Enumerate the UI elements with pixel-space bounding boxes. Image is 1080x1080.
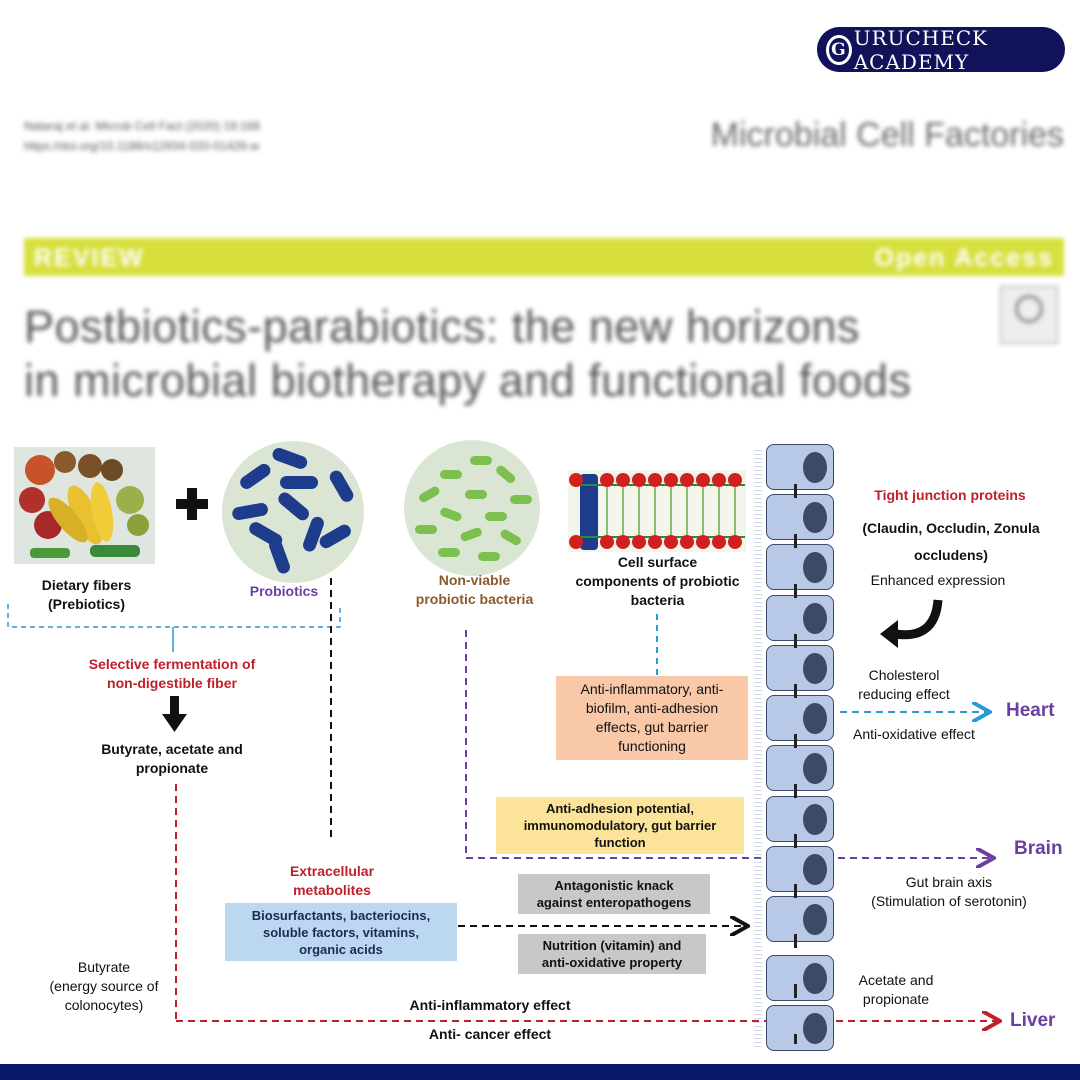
cell-surface-label: Cell surface components of probiotic bac… xyxy=(575,554,740,608)
non-viable-label: Non-viable probiotic bacteria xyxy=(415,572,534,607)
access-label: Open Access xyxy=(874,244,1054,272)
cell-nucleus xyxy=(803,552,827,583)
cell-nucleus xyxy=(803,1013,827,1044)
epithelial-cell xyxy=(766,745,834,791)
epithelial-cell xyxy=(766,695,834,741)
brand-logo-mark: G xyxy=(826,34,852,65)
title-line-1: Postbiotics-parabiotics: the new horizon… xyxy=(24,301,860,352)
epithelial-cell xyxy=(766,494,834,540)
anti-adhesion-box: Anti-adhesion potential, immunomodulator… xyxy=(496,797,744,854)
anti-inflammatory-box: Anti-inflammatory, anti- biofilm, anti-a… xyxy=(556,676,748,760)
enhanced-expression-label: Enhanced expression xyxy=(870,572,1006,588)
dietary-fibers-label: Dietary fibers (Prebiotics) xyxy=(41,577,132,612)
cell-nucleus xyxy=(803,452,827,483)
cell-nucleus xyxy=(803,603,827,634)
cell-nucleus xyxy=(803,804,827,835)
gut-brain-label: Gut brain axis (Stimulation of serotonin… xyxy=(871,874,1027,909)
liver-label: Liver xyxy=(1010,1010,1056,1031)
article-title: Postbiotics-parabiotics: the new horizon… xyxy=(24,300,912,408)
title-line-2: in microbial biotherapy and functional f… xyxy=(24,355,912,406)
selective-fermentation-label: Selective fermentation of non-digestible… xyxy=(88,656,256,691)
probiotics-image xyxy=(222,441,364,583)
journal-name: Microbial Cell Factories xyxy=(710,116,1064,154)
brand-name: URUCHECK ACADEMY xyxy=(853,25,989,74)
plus-icon xyxy=(176,488,208,520)
anti-inflammatory-effect-label: Anti-inflammatory effect xyxy=(409,997,571,1013)
epithelial-cell xyxy=(766,595,834,641)
check-updates-badge xyxy=(1000,286,1058,344)
non-viable-bacteria-image xyxy=(404,440,540,576)
antagonistic-box: Antagonistic knack against enteropathoge… xyxy=(518,874,710,914)
epithelial-cell xyxy=(766,444,834,490)
cell-nucleus xyxy=(803,854,827,885)
down-arrow-icon xyxy=(162,696,187,732)
food-image xyxy=(14,447,155,564)
scfa-label: Butyrate, acetate and propionate xyxy=(101,741,243,776)
citation-line-1: Nataraj et al. Microb Cell Fact (2020) 1… xyxy=(24,119,261,133)
tight-junction-list: (Claudin, Occludin, Zonula occludens) xyxy=(862,520,1040,563)
metabolites-box: Biosurfactants, bacteriocins, soluble fa… xyxy=(225,903,457,961)
cell-nucleus xyxy=(803,904,827,935)
cell-nucleus xyxy=(803,502,827,533)
cell-membrane-image xyxy=(568,470,746,552)
epithelial-cell xyxy=(766,645,834,691)
epithelial-cell xyxy=(766,544,834,590)
epithelial-cell xyxy=(766,1005,834,1051)
anti-oxidative-label: Anti-oxidative effect xyxy=(853,726,975,742)
acetate-propionate-label: Acetate and propionate xyxy=(858,972,934,1007)
epithelial-cell xyxy=(766,846,834,892)
cell-nucleus xyxy=(803,963,827,994)
citation-line-2: https://doi.org/10.1186/s12934-020-01426… xyxy=(24,139,260,153)
extracellular-label: Extracellular metabolites xyxy=(289,863,375,898)
cell-nucleus xyxy=(803,703,827,734)
nutrition-box: Nutrition (vitamin) and anti-oxidative p… xyxy=(518,934,706,974)
cholesterol-label: Cholesterol reducing effect xyxy=(858,667,950,702)
brain-label: Brain xyxy=(1014,838,1063,859)
tight-junction-title: Tight junction proteins xyxy=(874,487,1026,503)
probiotics-label: Probiotics xyxy=(249,583,319,599)
anti-cancer-effect-label: Anti- cancer effect xyxy=(428,1026,552,1042)
heart-label: Heart xyxy=(1006,700,1055,721)
epithelial-cell xyxy=(766,796,834,842)
prebiotic-bracket xyxy=(7,604,341,628)
article-type-band: REVIEW Open Access xyxy=(24,238,1064,276)
brand-logo: G URUCHECK ACADEMY xyxy=(817,25,1065,74)
butyrate-label: Butyrate (energy source of colonocytes) xyxy=(49,958,159,1013)
article-type: REVIEW xyxy=(34,244,145,272)
tight-junction-marks xyxy=(794,484,797,1044)
citation: Nataraj et al. Microb Cell Fact (2020) 1… xyxy=(24,116,260,156)
epithelial-cell xyxy=(766,955,834,1001)
bottom-bar xyxy=(0,1064,1080,1080)
epithelial-cell xyxy=(766,896,834,942)
cell-nucleus xyxy=(803,753,827,784)
cell-nucleus xyxy=(803,653,827,684)
curved-arrow-icon xyxy=(880,599,943,648)
